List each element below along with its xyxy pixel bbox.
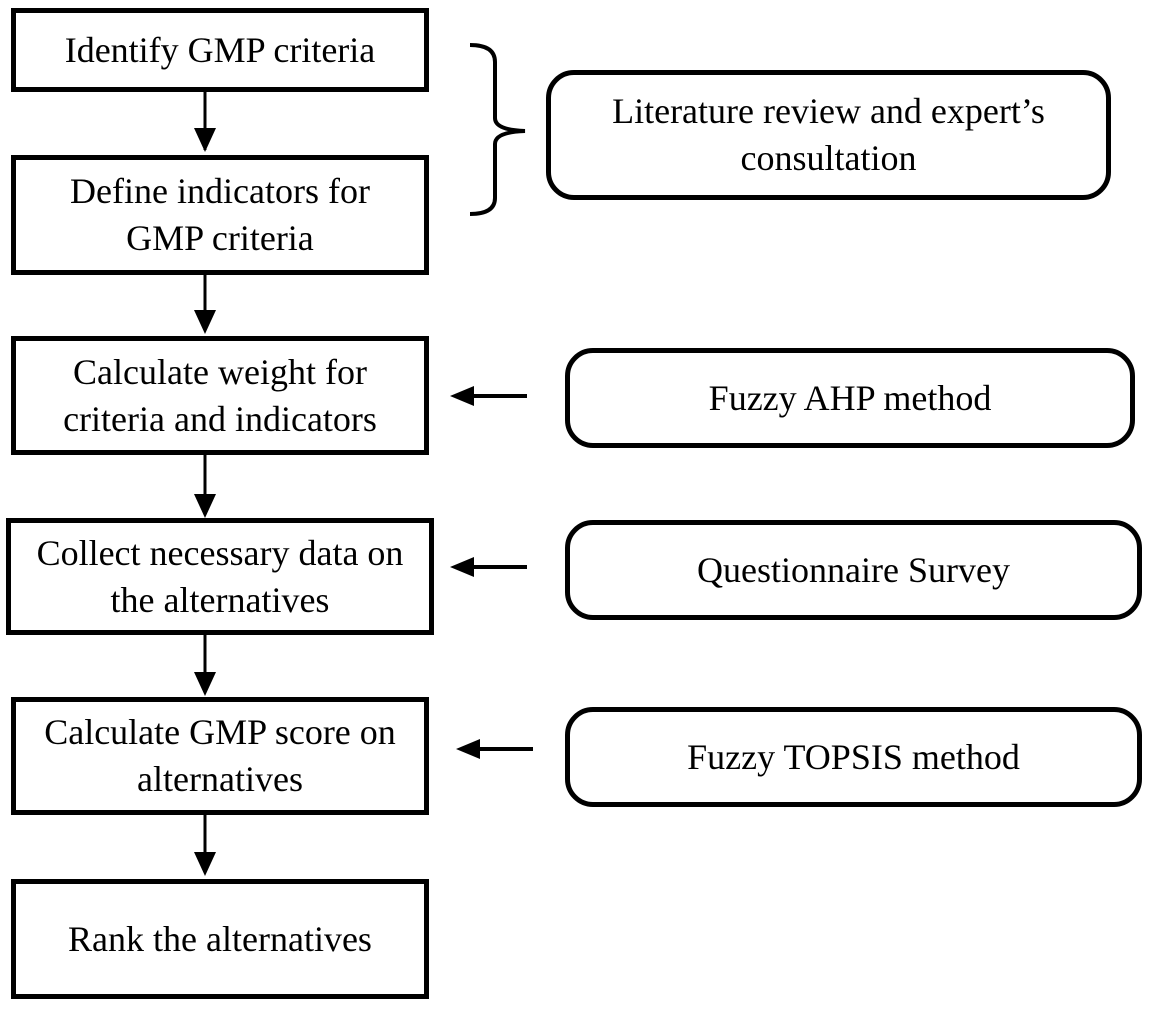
step-collect-data: Collect necessary data on the alternativ…: [6, 518, 434, 635]
step-collect-data-label: Collect necessary data on the alternativ…: [36, 532, 404, 620]
step-rank-alternatives: Rank the alternatives: [11, 879, 429, 999]
flow-arrow-5: [194, 815, 216, 876]
step-define-indicators: Define indicators for GMP criteria: [11, 155, 429, 275]
step-rank-alternatives-label: Rank the alternatives: [68, 918, 372, 959]
flow-arrow-1: [194, 92, 216, 152]
method-fuzzy-ahp: Fuzzy AHP method: [565, 348, 1135, 448]
method-fuzzy-topsis: Fuzzy TOPSIS method: [565, 707, 1142, 807]
step-calculate-weight: Calculate weight for criteria and indica…: [11, 336, 429, 455]
method-arrow-2: [450, 557, 527, 577]
method-arrow-1: [450, 386, 527, 406]
curly-brace: [469, 43, 526, 216]
step-identify-criteria: Identify GMP criteria: [11, 8, 429, 92]
method-literature-review: Literature review and expert’s consultat…: [546, 70, 1111, 200]
method-questionnaire-survey: Questionnaire Survey: [565, 520, 1142, 620]
method-questionnaire-survey-label: Questionnaire Survey: [697, 549, 1010, 590]
flow-arrow-3: [194, 455, 216, 518]
step-calculate-score-label: Calculate GMP score on alternatives: [44, 712, 396, 799]
method-arrow-3: [456, 739, 533, 759]
method-literature-review-label: Literature review and expert’s consultat…: [612, 91, 1045, 178]
step-calculate-weight-label: Calculate weight for criteria and indica…: [63, 351, 377, 439]
method-fuzzy-topsis-label: Fuzzy TOPSIS method: [687, 736, 1020, 777]
flow-arrow-2: [194, 275, 216, 334]
method-fuzzy-ahp-label: Fuzzy AHP method: [708, 377, 992, 418]
step-identify-criteria-label: Identify GMP criteria: [64, 29, 376, 70]
step-calculate-score: Calculate GMP score on alternatives: [11, 697, 429, 815]
flow-arrow-4: [194, 635, 216, 696]
step-define-indicators-label: Define indicators for GMP criteria: [70, 171, 370, 258]
